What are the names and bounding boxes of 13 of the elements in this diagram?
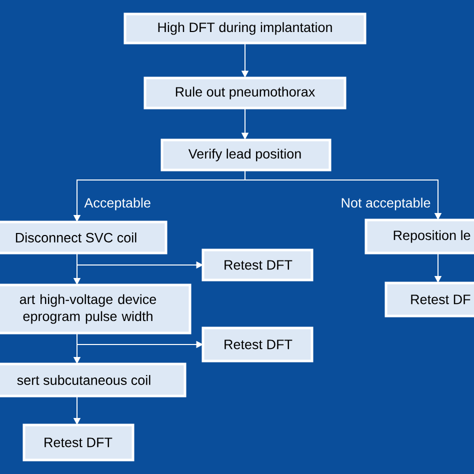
process-box: Verify lead position bbox=[160, 138, 332, 172]
process-box: Retest DFT bbox=[202, 326, 314, 362]
process-box: Retest DF bbox=[384, 282, 474, 318]
process-box: Retest DFT bbox=[202, 248, 314, 282]
process-box: art high-voltage device eprogram pulse width bbox=[0, 284, 192, 334]
edge-label: Not acceptable bbox=[342, 198, 430, 210]
edge-label: Acceptable bbox=[84, 198, 150, 210]
process-box: High DFT during implantation bbox=[124, 12, 366, 44]
process-box: Retest DFT bbox=[22, 424, 134, 462]
process-box: Reposition le bbox=[364, 218, 474, 254]
process-box: Rule out pneumothorax bbox=[144, 76, 346, 110]
process-box: sert subcutaneous coil bbox=[0, 362, 186, 398]
process-box: Disconnect SVC coil bbox=[0, 220, 168, 254]
